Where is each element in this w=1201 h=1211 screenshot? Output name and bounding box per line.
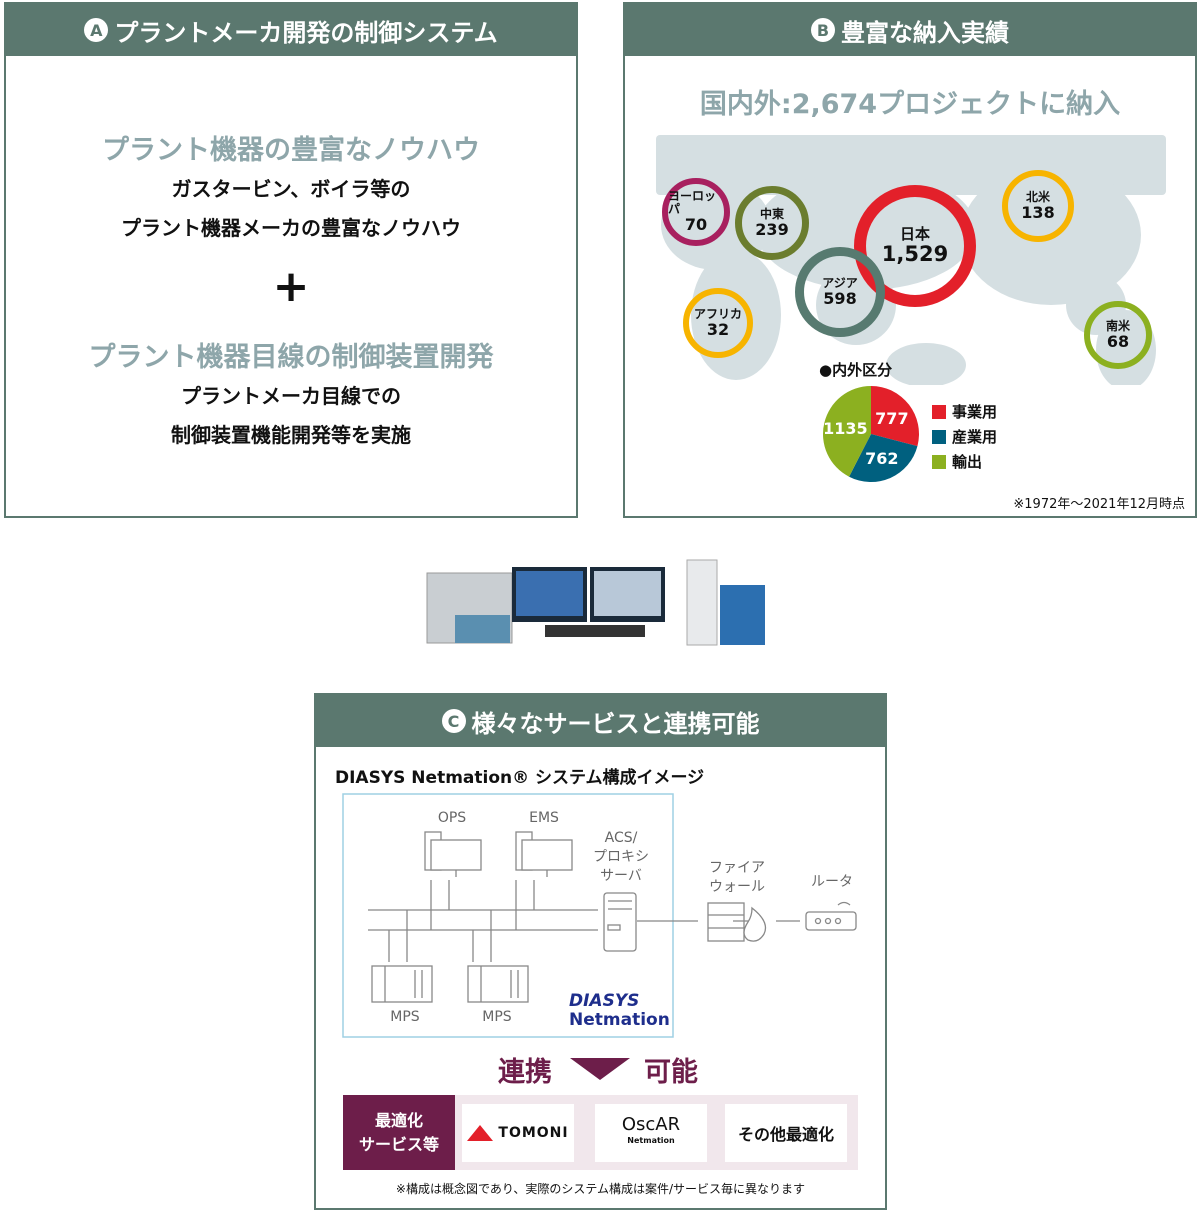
services-label: 最適化サービス等 (343, 1095, 455, 1170)
firewall-label: ファイアウォール (709, 860, 765, 895)
body-line: 制御装置機能開発等を実施 (171, 423, 411, 447)
plus-sign: + (272, 261, 310, 312)
legend-item-business: 事業用 (932, 401, 997, 422)
region-label: アフリカ (693, 306, 742, 321)
region-value: 68 (1106, 331, 1130, 351)
legend-item-industrial: 産業用 (932, 426, 997, 447)
link-label-left: 連携 (498, 1057, 552, 1088)
pie-chart: 777 762 1135 (823, 386, 919, 482)
region-label: ヨーロッパ (668, 189, 717, 217)
pie-value-label: 1135 (823, 419, 868, 438)
heading-development: プラント機器目線の制御装置開発 (88, 342, 494, 373)
pie-slice-2 (823, 386, 871, 477)
ems-label: EMS (529, 810, 559, 826)
product-photo (426, 559, 765, 646)
diagram-footnote: ※構成は概念図であり、実際のシステム構成は案件/サービス毎に異なります (395, 1182, 806, 1196)
region-value: 1,529 (881, 241, 949, 266)
pie-slice-0 (871, 386, 919, 447)
region-label: 南米 (1105, 318, 1130, 333)
body-line: プラント機器メーカの豊富なノウハウ (121, 216, 461, 240)
pie-value-label: 777 (875, 409, 908, 428)
body-line: ガスタービン、ボイラ等の (171, 177, 411, 201)
router-label: ルータ (811, 874, 853, 890)
link-label-right: 可能 (644, 1057, 698, 1088)
diagram-title: DIASYS Netmation® システム構成イメージ (335, 768, 705, 788)
region-label: 日本 (899, 225, 930, 244)
legend-swatch (932, 404, 946, 419)
period-note: ※1972年〜2021年12月時点 (1013, 497, 1185, 512)
service-tomoni: TOMONI (462, 1104, 574, 1162)
mps-label: MPS (482, 1009, 512, 1025)
region-value: 138 (1021, 202, 1055, 222)
region-value: 598 (823, 288, 857, 308)
region-value: 70 (684, 215, 708, 235)
service-other-optimization: その他最適化 (725, 1104, 847, 1162)
badge-b: B (811, 18, 835, 42)
tomoni-logo-icon (467, 1125, 494, 1141)
legend-item-export: 輸出 (932, 451, 982, 472)
badge-c: C (441, 709, 466, 733)
acs-label: ACS/プロキシサーバ (593, 830, 649, 884)
delivery-headline: 国内外:2,674プロジェクトに納入 (699, 89, 1121, 120)
region-label: 北米 (1025, 189, 1050, 204)
legend-swatch (932, 429, 946, 444)
pie-title: ●内外区分 (819, 361, 893, 379)
region-value: 239 (755, 219, 789, 239)
ops-label: OPS (437, 810, 467, 826)
pie-slice-1 (849, 434, 918, 482)
mps-label: MPS (390, 1009, 420, 1025)
panel-b-title: 豊富な納入実績 (841, 18, 1009, 47)
panel-c-title: 様々なサービスと連携可能 (471, 709, 760, 738)
region-label: アジア (822, 275, 858, 290)
pie-value-label: 762 (865, 449, 898, 468)
region-value: 32 (706, 319, 730, 339)
panel-a-title: プラントメーカ開発の制御システム (114, 18, 498, 47)
heading-knowhow: プラント機器の豊富なノウハウ (102, 135, 480, 166)
legend-swatch (932, 454, 946, 469)
body-line: プラントメーカ目線での (181, 384, 401, 408)
region-label: 中東 (759, 206, 784, 221)
badge-a: A (84, 18, 109, 42)
